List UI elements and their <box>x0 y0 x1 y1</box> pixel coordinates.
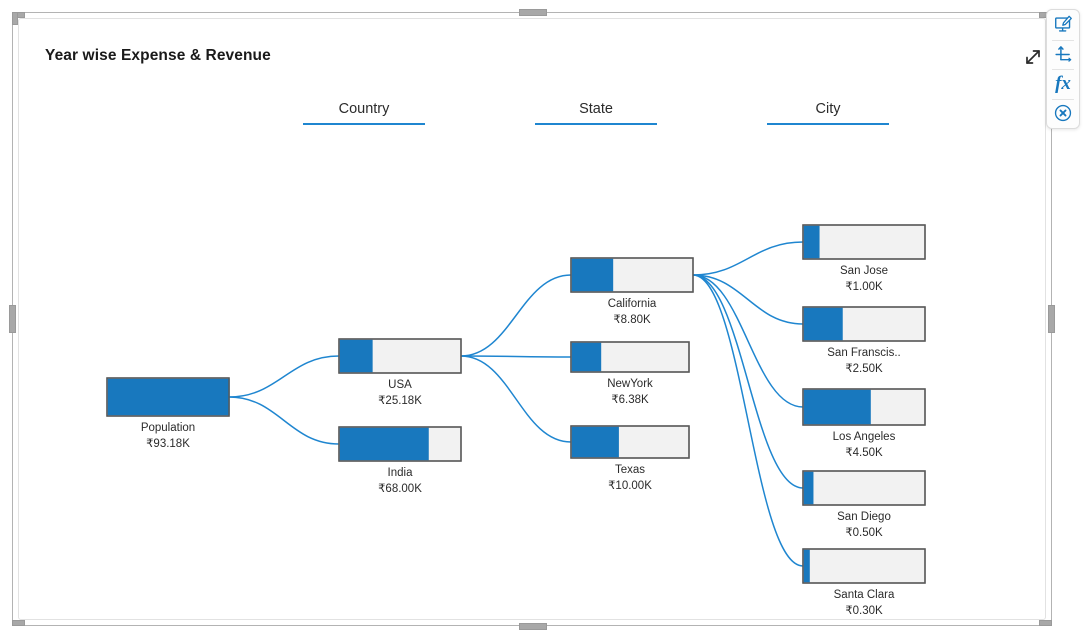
node-value: ₹6.38K <box>611 394 649 406</box>
node-bar-fill <box>571 258 614 292</box>
tree-node-sanfrancisco[interactable]: San Franscis.. ₹2.50K <box>802 306 926 375</box>
tree-node-population[interactable]: Population ₹93.18K <box>106 377 230 450</box>
node-value: ₹8.80K <box>613 314 651 326</box>
column-header-country: Country <box>303 101 425 125</box>
node-value: ₹2.50K <box>845 363 883 375</box>
node-bar-fill <box>339 427 429 461</box>
node-label: NewYork <box>607 378 653 390</box>
node-label: USA <box>388 379 412 391</box>
node-bar-outline <box>802 388 926 426</box>
node-bar-track <box>802 470 926 506</box>
node-label: California <box>608 298 657 310</box>
tree-nodes-layer: Population ₹93.18K USA ₹25.18K India ₹68.00K C… <box>106 224 926 617</box>
tree-link <box>460 355 572 443</box>
node-value: ₹1.00K <box>845 281 883 293</box>
node-bar-outline <box>570 425 690 459</box>
tree-link <box>692 274 804 567</box>
node-label: Population <box>141 422 195 434</box>
node-bar-fill <box>803 389 871 425</box>
column-header-label: City <box>815 101 841 117</box>
tree-link <box>692 274 804 489</box>
resize-handle-top-center[interactable] <box>519 9 547 16</box>
tree-link <box>228 355 340 398</box>
tree-node-india[interactable]: India ₹68.00K <box>338 426 462 495</box>
node-bar-outline <box>802 224 926 260</box>
node-bar-fill <box>803 307 843 341</box>
tree-link <box>460 274 572 357</box>
tree-link <box>692 274 804 325</box>
column-header-state: State <box>535 101 657 125</box>
column-header-label: State <box>579 101 613 117</box>
node-bar-outline <box>570 257 694 293</box>
column-header-rule <box>535 123 657 125</box>
node-bar-outline <box>802 548 926 584</box>
node-bar-fill <box>107 378 230 416</box>
node-bar-outline <box>338 338 462 374</box>
node-value: ₹4.50K <box>845 447 883 459</box>
resize-handle-bottom-left[interactable] <box>12 620 25 626</box>
tree-link <box>228 396 340 445</box>
tree-node-newyork[interactable]: NewYork ₹6.38K <box>570 341 690 406</box>
page-title: Year wise Expense & Revenue <box>45 47 271 64</box>
column-header-label: Country <box>338 101 390 117</box>
node-bar-fill <box>803 549 810 583</box>
tree-node-sandiego[interactable]: San Diego ₹0.50K <box>802 470 926 539</box>
column-header-city: City <box>767 101 889 125</box>
resize-handle-middle-left[interactable] <box>9 305 16 333</box>
tree-links-layer <box>228 241 804 567</box>
node-value: ₹0.50K <box>845 527 883 539</box>
formula-icon[interactable]: fx <box>1047 69 1079 99</box>
tree-node-santaclara[interactable]: Santa Clara ₹0.30K <box>802 548 926 617</box>
node-bar-outline <box>570 341 690 373</box>
tree-node-california[interactable]: California ₹8.80K <box>570 257 694 326</box>
visual-card[interactable]: Year wise Expense & Revenue Country Stat… <box>18 18 1046 620</box>
hierarchy-tree-diagram: Population ₹93.18K USA ₹25.18K India ₹68.00K C… <box>106 224 926 617</box>
node-bar-fill <box>803 225 820 259</box>
node-label: San Jose <box>840 265 888 277</box>
tree-node-texas[interactable]: Texas ₹10.00K <box>570 425 690 492</box>
node-label: Santa Clara <box>834 589 895 601</box>
node-label: Los Angeles <box>833 431 896 443</box>
tree-link <box>692 241 804 276</box>
node-label: Texas <box>615 464 645 476</box>
tree-node-sanjose[interactable]: San Jose ₹1.00K <box>802 224 926 293</box>
remove-icon[interactable] <box>1047 98 1079 129</box>
tree-node-usa[interactable]: USA ₹25.18K <box>338 338 462 407</box>
node-label: India <box>388 467 414 479</box>
node-bar-outline <box>106 377 230 417</box>
node-bar-fill <box>803 471 814 505</box>
node-bar-outline <box>802 470 926 506</box>
node-value: ₹68.00K <box>378 483 422 495</box>
node-value: ₹0.30K <box>845 605 883 617</box>
node-bar-outline <box>338 426 462 462</box>
node-bar-fill <box>339 339 373 373</box>
resize-handle-bottom-center[interactable] <box>519 623 547 630</box>
resize-handle-top-left-vertical[interactable] <box>12 12 18 25</box>
node-bar-outline <box>802 306 926 342</box>
column-header-rule <box>303 123 425 125</box>
node-bar-fill <box>571 342 602 372</box>
axis-settings-icon[interactable] <box>1047 39 1079 70</box>
node-value: ₹25.18K <box>378 395 422 407</box>
node-bar-track <box>802 548 926 584</box>
tree-link <box>692 274 804 408</box>
tree-link <box>460 355 572 358</box>
node-value: ₹93.18K <box>146 438 190 450</box>
tree-node-losangeles[interactable]: Los Angeles ₹4.50K <box>802 388 926 459</box>
expand-arrows-icon[interactable] <box>1019 43 1045 71</box>
resize-handle-bottom-right[interactable] <box>1039 620 1052 626</box>
node-label: San Diego <box>837 511 891 523</box>
node-value: ₹10.00K <box>608 480 652 492</box>
edit-visual-icon[interactable] <box>1047 10 1079 40</box>
node-label: San Franscis.. <box>827 347 901 359</box>
column-header-rule <box>767 123 889 125</box>
node-bar-fill <box>571 426 619 458</box>
resize-handle-middle-right[interactable] <box>1048 305 1055 333</box>
formula-glyph: fx <box>1055 73 1071 95</box>
visual-toolbar: fx <box>1046 9 1080 129</box>
node-bar-track <box>802 224 926 260</box>
